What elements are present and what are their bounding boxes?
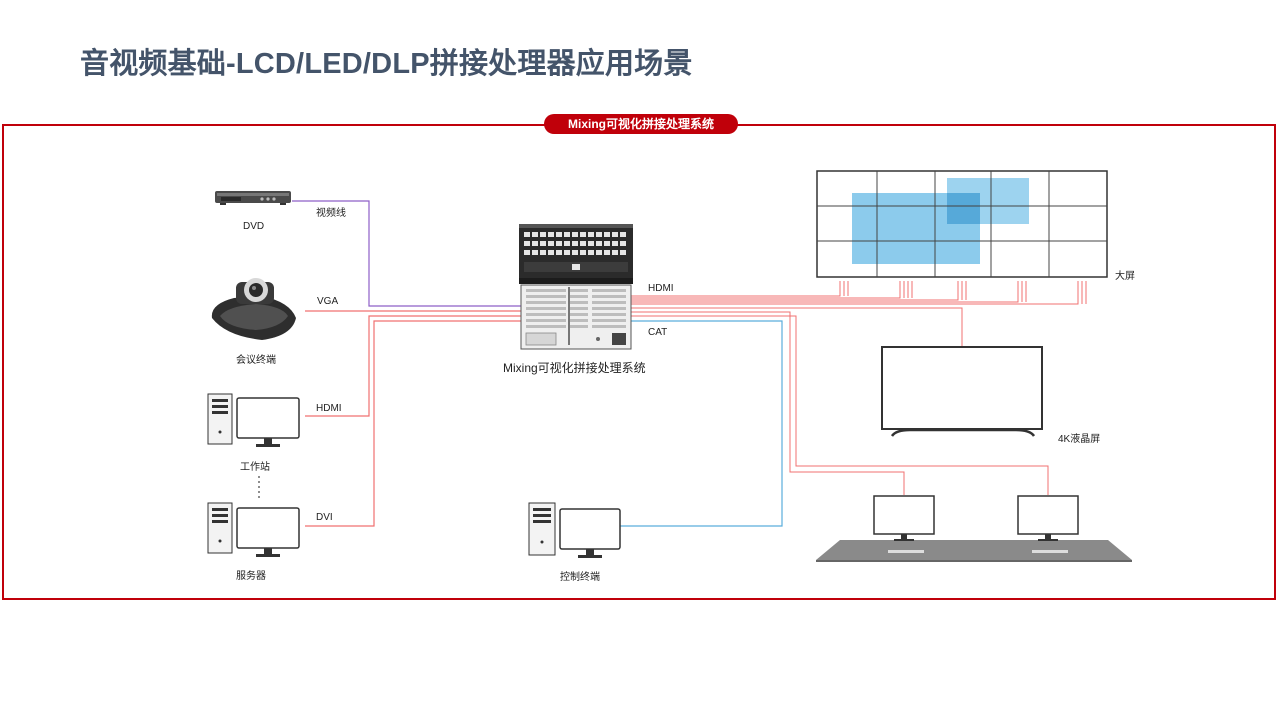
lcd-4k-icon	[881, 346, 1043, 437]
hdmi-output-label: HDMI	[648, 283, 674, 294]
server-dvi-cable	[305, 320, 524, 527]
server-cable-label: DVI	[316, 512, 333, 523]
cat-output-label: CAT	[648, 327, 668, 338]
desk-monitor-cable-2	[628, 315, 1049, 495]
lcd-output-cable	[628, 307, 963, 346]
dvd-cable-label: 视频线	[316, 208, 346, 219]
control-terminal-label: 控制终端	[560, 572, 600, 583]
dvd-video-cable	[292, 200, 524, 307]
page-title: 音视频基础-LCD/LED/DLP拼接处理器应用场景	[80, 48, 693, 80]
wall-output-cable-3	[628, 281, 959, 301]
dvd-label: DVD	[243, 221, 265, 232]
control-terminal-icon	[528, 502, 621, 558]
frame-badge: Mixing可视化拼接处理系统	[544, 114, 738, 134]
workstation-label: 工作站	[240, 462, 270, 473]
wall-output-cable-5	[628, 281, 1079, 305]
dvd-icon	[215, 191, 291, 205]
videowall-label: 大屏	[1115, 271, 1135, 282]
wall-output-cable-1	[628, 281, 841, 297]
desk-monitor-cable-1	[628, 311, 905, 495]
workstation-hdmi-cable	[305, 315, 524, 417]
lcd-4k-label: 4K液晶屏	[1058, 434, 1101, 445]
conference-camera-icon	[211, 278, 296, 340]
processor-label: Mixing可视化拼接处理系统	[503, 361, 646, 375]
wall-connector-stubs	[843, 281, 1087, 304]
control-desk-icon	[816, 495, 1132, 562]
wall-output-cable-2	[628, 281, 901, 299]
workstation-cable-label: HDMI	[316, 403, 342, 414]
wall-output-cable-4	[628, 281, 1019, 303]
processor-rack-icon	[519, 224, 633, 350]
conference-cable-label: VGA	[317, 296, 339, 307]
server-icon	[207, 502, 300, 557]
server-label: 服务器	[236, 571, 266, 582]
video-wall-icon	[816, 170, 1108, 278]
conference-label: 会议终端	[236, 355, 276, 366]
workstation-icon	[207, 393, 300, 447]
cat-cable	[620, 320, 783, 527]
